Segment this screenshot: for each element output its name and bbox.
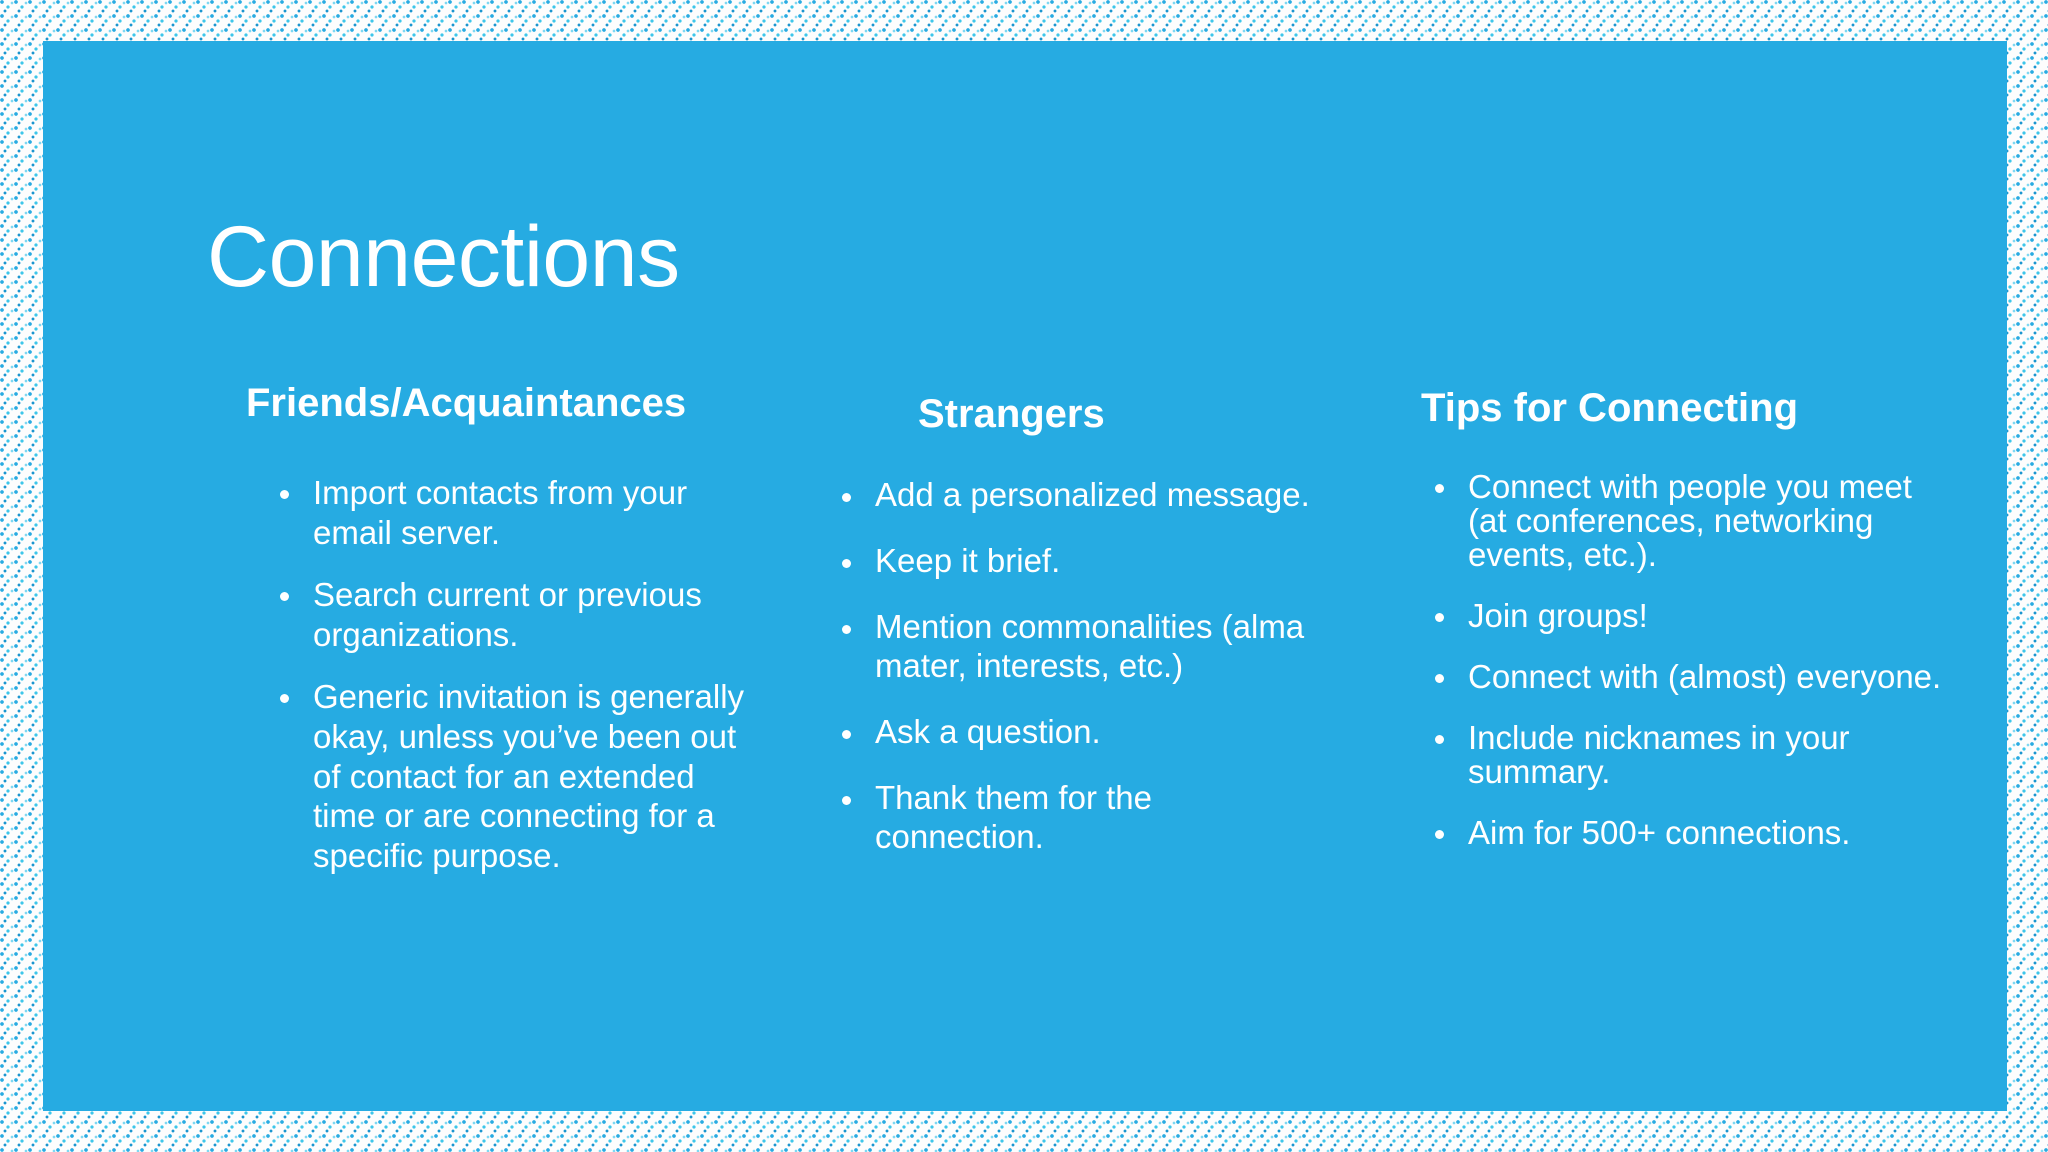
list-item-text: Search current or previous organizations… <box>313 575 702 653</box>
bullet-list: Connect with people you meet (at confere… <box>1435 470 1943 850</box>
bullet-dot-icon <box>842 559 851 569</box>
bullet-dot-icon <box>842 493 851 503</box>
column-friends-acquaintances: Friends/Acquaintances Import contacts fr… <box>208 381 748 876</box>
list-item-text: Include nicknames in your summary. <box>1468 718 1850 790</box>
bullet-dot-icon <box>1435 829 1444 839</box>
bullet-list: Add a personalized message. Keep it brie… <box>842 476 1318 857</box>
bullet-dot-icon <box>280 592 289 601</box>
bullet-dot-icon <box>1435 483 1444 493</box>
list-item: Ask a question. <box>842 713 1318 752</box>
list-item-text: Ask a question. <box>875 712 1101 750</box>
bullet-dot-icon <box>280 490 289 500</box>
bullet-dot-icon <box>280 693 289 703</box>
list-item: Generic invitation is generally okay, un… <box>280 677 748 877</box>
list-item-text: Connect with (almost) everyone. <box>1468 657 1942 695</box>
list-item-text: Thank them for the connection. <box>875 778 1152 855</box>
list-item: Mention commonalities (alma mater, inter… <box>842 608 1318 686</box>
list-item: Join groups! <box>1435 596 1943 634</box>
column-strangers: Strangers Add a personalized message. Ke… <box>798 381 1318 884</box>
column-header: Friends/Acquaintances <box>246 381 687 425</box>
list-item: Connect with people you meet (at confere… <box>1435 470 1943 572</box>
page-title: Connections <box>207 208 680 305</box>
list-item: Connect with (almost) everyone. <box>1435 657 1943 695</box>
slide-content-panel: Connections Friends/Acquaintances Import… <box>43 41 2007 1111</box>
list-item-text: Join groups! <box>1468 596 1648 634</box>
bullet-dot-icon <box>842 795 851 805</box>
list-item: Include nicknames in your summary. <box>1435 718 1943 790</box>
column-header: Tips for Connecting <box>1421 386 1799 430</box>
bullet-dot-icon <box>1435 673 1444 683</box>
list-item-text: Generic invitation is generally okay, un… <box>313 677 745 875</box>
list-item-text: Add a personalized message. <box>875 476 1310 513</box>
list-item-text: Keep it brief. <box>875 541 1061 579</box>
bullet-dot-icon <box>1435 612 1444 622</box>
list-item: Import contacts from your email server. <box>280 473 748 553</box>
list-item: Keep it brief. <box>842 542 1318 581</box>
bullet-dot-icon <box>842 625 851 635</box>
list-item: Aim for 500+ connections. <box>1435 813 1943 851</box>
bullet-dot-icon <box>842 729 851 739</box>
list-item: Thank them for the connection. <box>842 779 1318 857</box>
list-item-text: Connect with people you meet (at confere… <box>1468 468 1912 573</box>
list-item-text: Aim for 500+ connections. <box>1468 813 1851 851</box>
column-tips-for-connecting: Tips for Connecting Connect with people … <box>1413 381 1943 877</box>
column-header: Strangers <box>918 392 1105 436</box>
bullet-dot-icon <box>1435 734 1444 744</box>
list-item: Add a personalized message. <box>842 476 1318 515</box>
list-item: Search current or previous organizations… <box>280 575 748 655</box>
list-item-text: Import contacts from your email server. <box>313 474 688 551</box>
list-item-text: Mention commonalities (alma mater, inter… <box>875 607 1305 684</box>
bullet-list: Import contacts from your email server. … <box>280 473 748 876</box>
